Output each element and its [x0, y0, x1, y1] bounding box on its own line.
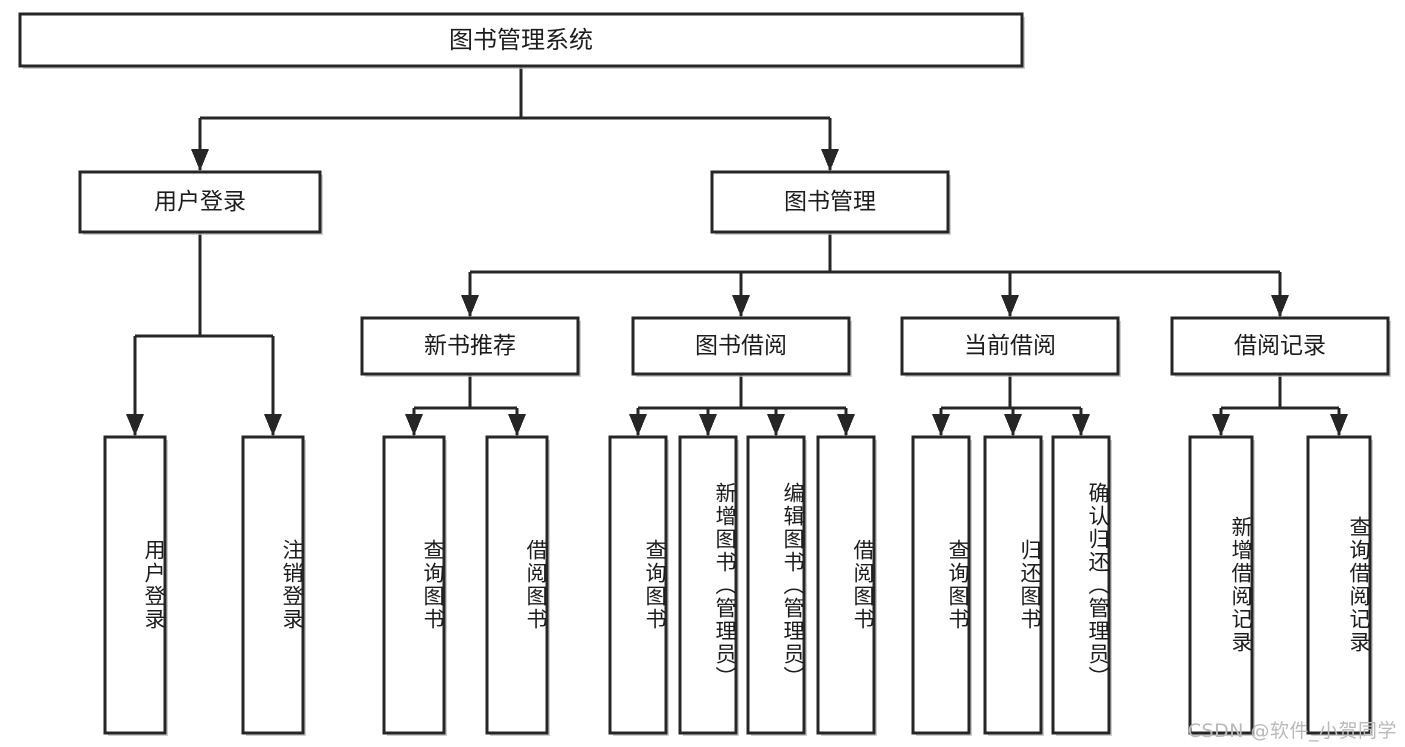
arrow-head-icon-leaf-4-1: [1330, 414, 1348, 436]
connector-layer: [126, 66, 1348, 436]
arrow-head-icon-leaf-3-0: [932, 414, 950, 436]
node-leaf-11[interactable]: [1188, 435, 1254, 735]
arrow-head-icon-leaf-0-1: [264, 414, 282, 436]
arrow-head-icon-l3-0: [461, 295, 479, 317]
arrow-head-icon-l2-1: [821, 149, 839, 171]
arrow-head-icon-l3-1: [732, 295, 750, 317]
node-leaf-4[interactable]: [608, 435, 668, 735]
arrow-head-icon-leaf-3-1: [1004, 414, 1022, 436]
node-leaf-6[interactable]: [746, 435, 806, 735]
node-leaf-8[interactable]: [911, 435, 971, 735]
node-level3-3[interactable]: [1170, 316, 1390, 376]
arrow-head-icon-leaf-0-0: [126, 414, 144, 436]
arrow-head-icon-leaf-2-0: [629, 414, 647, 436]
arrow-head-icon-leaf-4-0: [1212, 414, 1230, 436]
node-level2-0[interactable]: [78, 170, 322, 234]
arrow-head-icon-leaf-2-1: [699, 414, 717, 436]
node-leaf-9[interactable]: [983, 435, 1043, 735]
node-leaf-5[interactable]: [678, 435, 738, 735]
node-level3-1[interactable]: [631, 316, 851, 376]
arrow-head-icon-l3-3: [1271, 295, 1289, 317]
node-leaf-10[interactable]: [1051, 435, 1111, 735]
node-leaf-3[interactable]: [485, 435, 549, 735]
node-leaf-12[interactable]: [1306, 435, 1372, 735]
arrow-head-icon-leaf-3-2: [1072, 414, 1090, 436]
node-leaf-7[interactable]: [816, 435, 876, 735]
node-level3-2[interactable]: [900, 316, 1120, 376]
csdn-watermark: CSDN @软件_小贺同学: [1187, 720, 1397, 742]
arrow-head-icon-leaf-1-1: [508, 414, 526, 436]
node-leaf-2[interactable]: [382, 435, 446, 735]
node-leaf-1[interactable]: [241, 435, 305, 735]
arrow-head-icon-leaf-2-2: [767, 414, 785, 436]
node-box-layer: [18, 12, 1391, 736]
arrow-head-icon-leaf-1-0: [405, 414, 423, 436]
node-level2-1[interactable]: [710, 170, 950, 234]
arrow-head-icon-l2-0: [191, 149, 209, 171]
arrow-head-icon-l3-2: [1001, 295, 1019, 317]
node-root-system[interactable]: [18, 12, 1024, 68]
node-level3-0[interactable]: [360, 316, 580, 376]
arrow-head-icon-leaf-2-3: [837, 414, 855, 436]
node-leaf-0[interactable]: [103, 435, 167, 735]
